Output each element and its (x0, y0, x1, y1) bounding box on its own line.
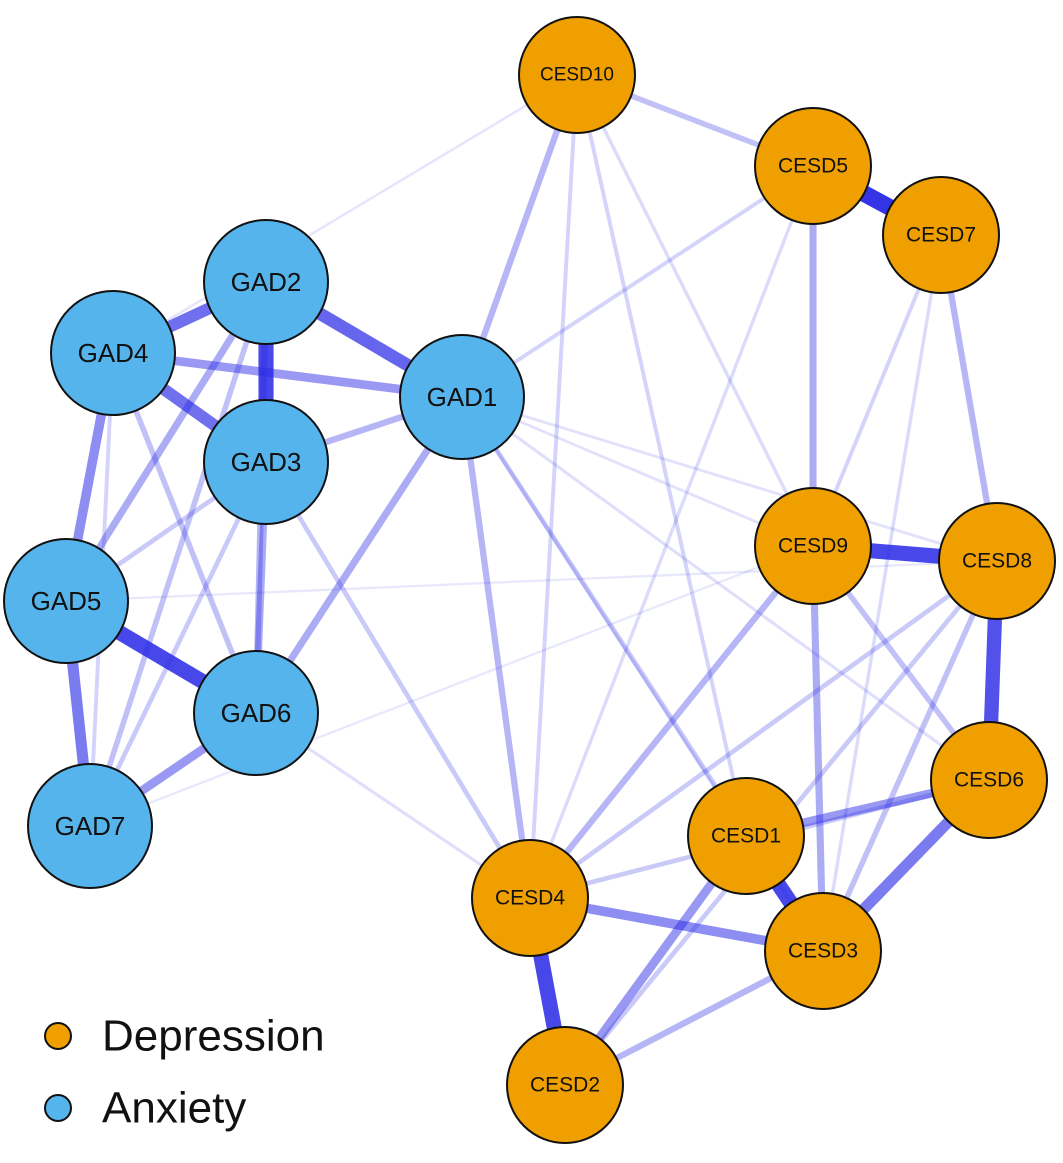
edge-gad1-cesd6 (461, 395, 990, 782)
edge-cesd8-cesd3 (820, 559, 1000, 953)
node-label: GAD2 (231, 267, 302, 297)
node-cesd7: CESD7 (882, 176, 1000, 294)
node-label: CESD7 (906, 224, 976, 247)
legend-marker-depression (44, 1022, 72, 1050)
edge-cesd5-gad1 (460, 164, 815, 399)
node-label: CESD5 (778, 155, 848, 178)
node-cesd10: CESD10 (518, 16, 636, 134)
edge-gad3-cesd4 (263, 460, 533, 900)
node-circle (203, 219, 329, 345)
legend-label-depression: Depression (102, 1012, 325, 1061)
legend-marker-anxiety (44, 1094, 72, 1122)
edge-cesd8-cesd4 (528, 559, 999, 900)
node-label: GAD6 (221, 698, 292, 728)
node-circle (754, 487, 872, 605)
edge-cesd5-cesd4 (528, 165, 815, 899)
edge-gad7-cesd9 (89, 544, 814, 828)
edge-cesd10-cesd9 (575, 74, 815, 547)
node-label: GAD5 (31, 586, 102, 616)
node-circle (882, 176, 1000, 294)
node-circle (518, 16, 636, 134)
node-cesd8: CESD8 (938, 502, 1056, 620)
node-circle (506, 1026, 624, 1144)
node-cesd6: CESD6 (930, 721, 1048, 839)
node-cesd1: CESD1 (687, 777, 805, 895)
edge-cesd10-cesd4 (528, 74, 579, 899)
node-gad3: GAD3 (203, 399, 329, 525)
node-circle (754, 107, 872, 225)
edge-gad1-cesd8 (461, 395, 998, 563)
node-circle (687, 777, 805, 895)
edge-gad1-cesd1 (460, 396, 748, 837)
edge-cesd9-cesd4 (527, 544, 816, 900)
node-label: CESD4 (495, 887, 565, 910)
node-circle (471, 839, 589, 957)
legend-label-anxiety: Anxiety (102, 1084, 246, 1133)
node-label: GAD4 (78, 338, 149, 368)
node-label: CESD9 (778, 535, 848, 558)
node-circle (764, 892, 882, 1010)
edge-cesd10-cesd1 (575, 74, 748, 837)
edge-gad1-cesd4 (458, 396, 534, 899)
node-circle (193, 650, 319, 776)
node-cesd9: CESD9 (754, 487, 872, 605)
edge-gad4-gad6 (110, 351, 259, 715)
node-gad6: GAD6 (193, 650, 319, 776)
node-circle (50, 290, 176, 416)
node-cesd2: CESD2 (506, 1026, 624, 1144)
edge-gad3-gad7 (87, 460, 269, 828)
node-cesd3: CESD3 (764, 892, 882, 1010)
node-gad1: GAD1 (399, 334, 525, 460)
node-cesd4: CESD4 (471, 839, 589, 957)
node-circle (938, 502, 1056, 620)
node-circle (930, 721, 1048, 839)
node-gad5: GAD5 (3, 538, 129, 664)
legend: Depression Anxiety (44, 1012, 325, 1133)
node-gad7: GAD7 (27, 763, 153, 889)
node-label: GAD7 (55, 811, 126, 841)
node-circle (203, 399, 329, 525)
node-gad2: GAD2 (203, 219, 329, 345)
edge-gad4-cesd10 (112, 73, 578, 355)
node-label: GAD3 (231, 447, 302, 477)
legend-item-depression: Depression (44, 1012, 325, 1061)
node-gad4: GAD4 (50, 290, 176, 416)
edge-cesd7-cesd3 (821, 234, 943, 952)
node-circle (3, 538, 129, 664)
edge-gad1-cesd9 (461, 395, 814, 548)
edge-gad2-gad7 (87, 281, 269, 827)
node-circle (399, 334, 525, 460)
node-label: CESD3 (788, 940, 858, 963)
edge-cesd9-cesd3 (809, 545, 827, 952)
node-label: CESD6 (954, 769, 1024, 792)
node-label: CESD10 (540, 65, 614, 86)
node-circle (27, 763, 153, 889)
node-cesd5: CESD5 (754, 107, 872, 225)
node-label: CESD1 (711, 825, 781, 848)
node-label: CESD2 (530, 1074, 600, 1097)
legend-item-anxiety: Anxiety (44, 1084, 246, 1133)
node-label: GAD1 (427, 382, 498, 412)
node-label: CESD8 (962, 550, 1032, 573)
